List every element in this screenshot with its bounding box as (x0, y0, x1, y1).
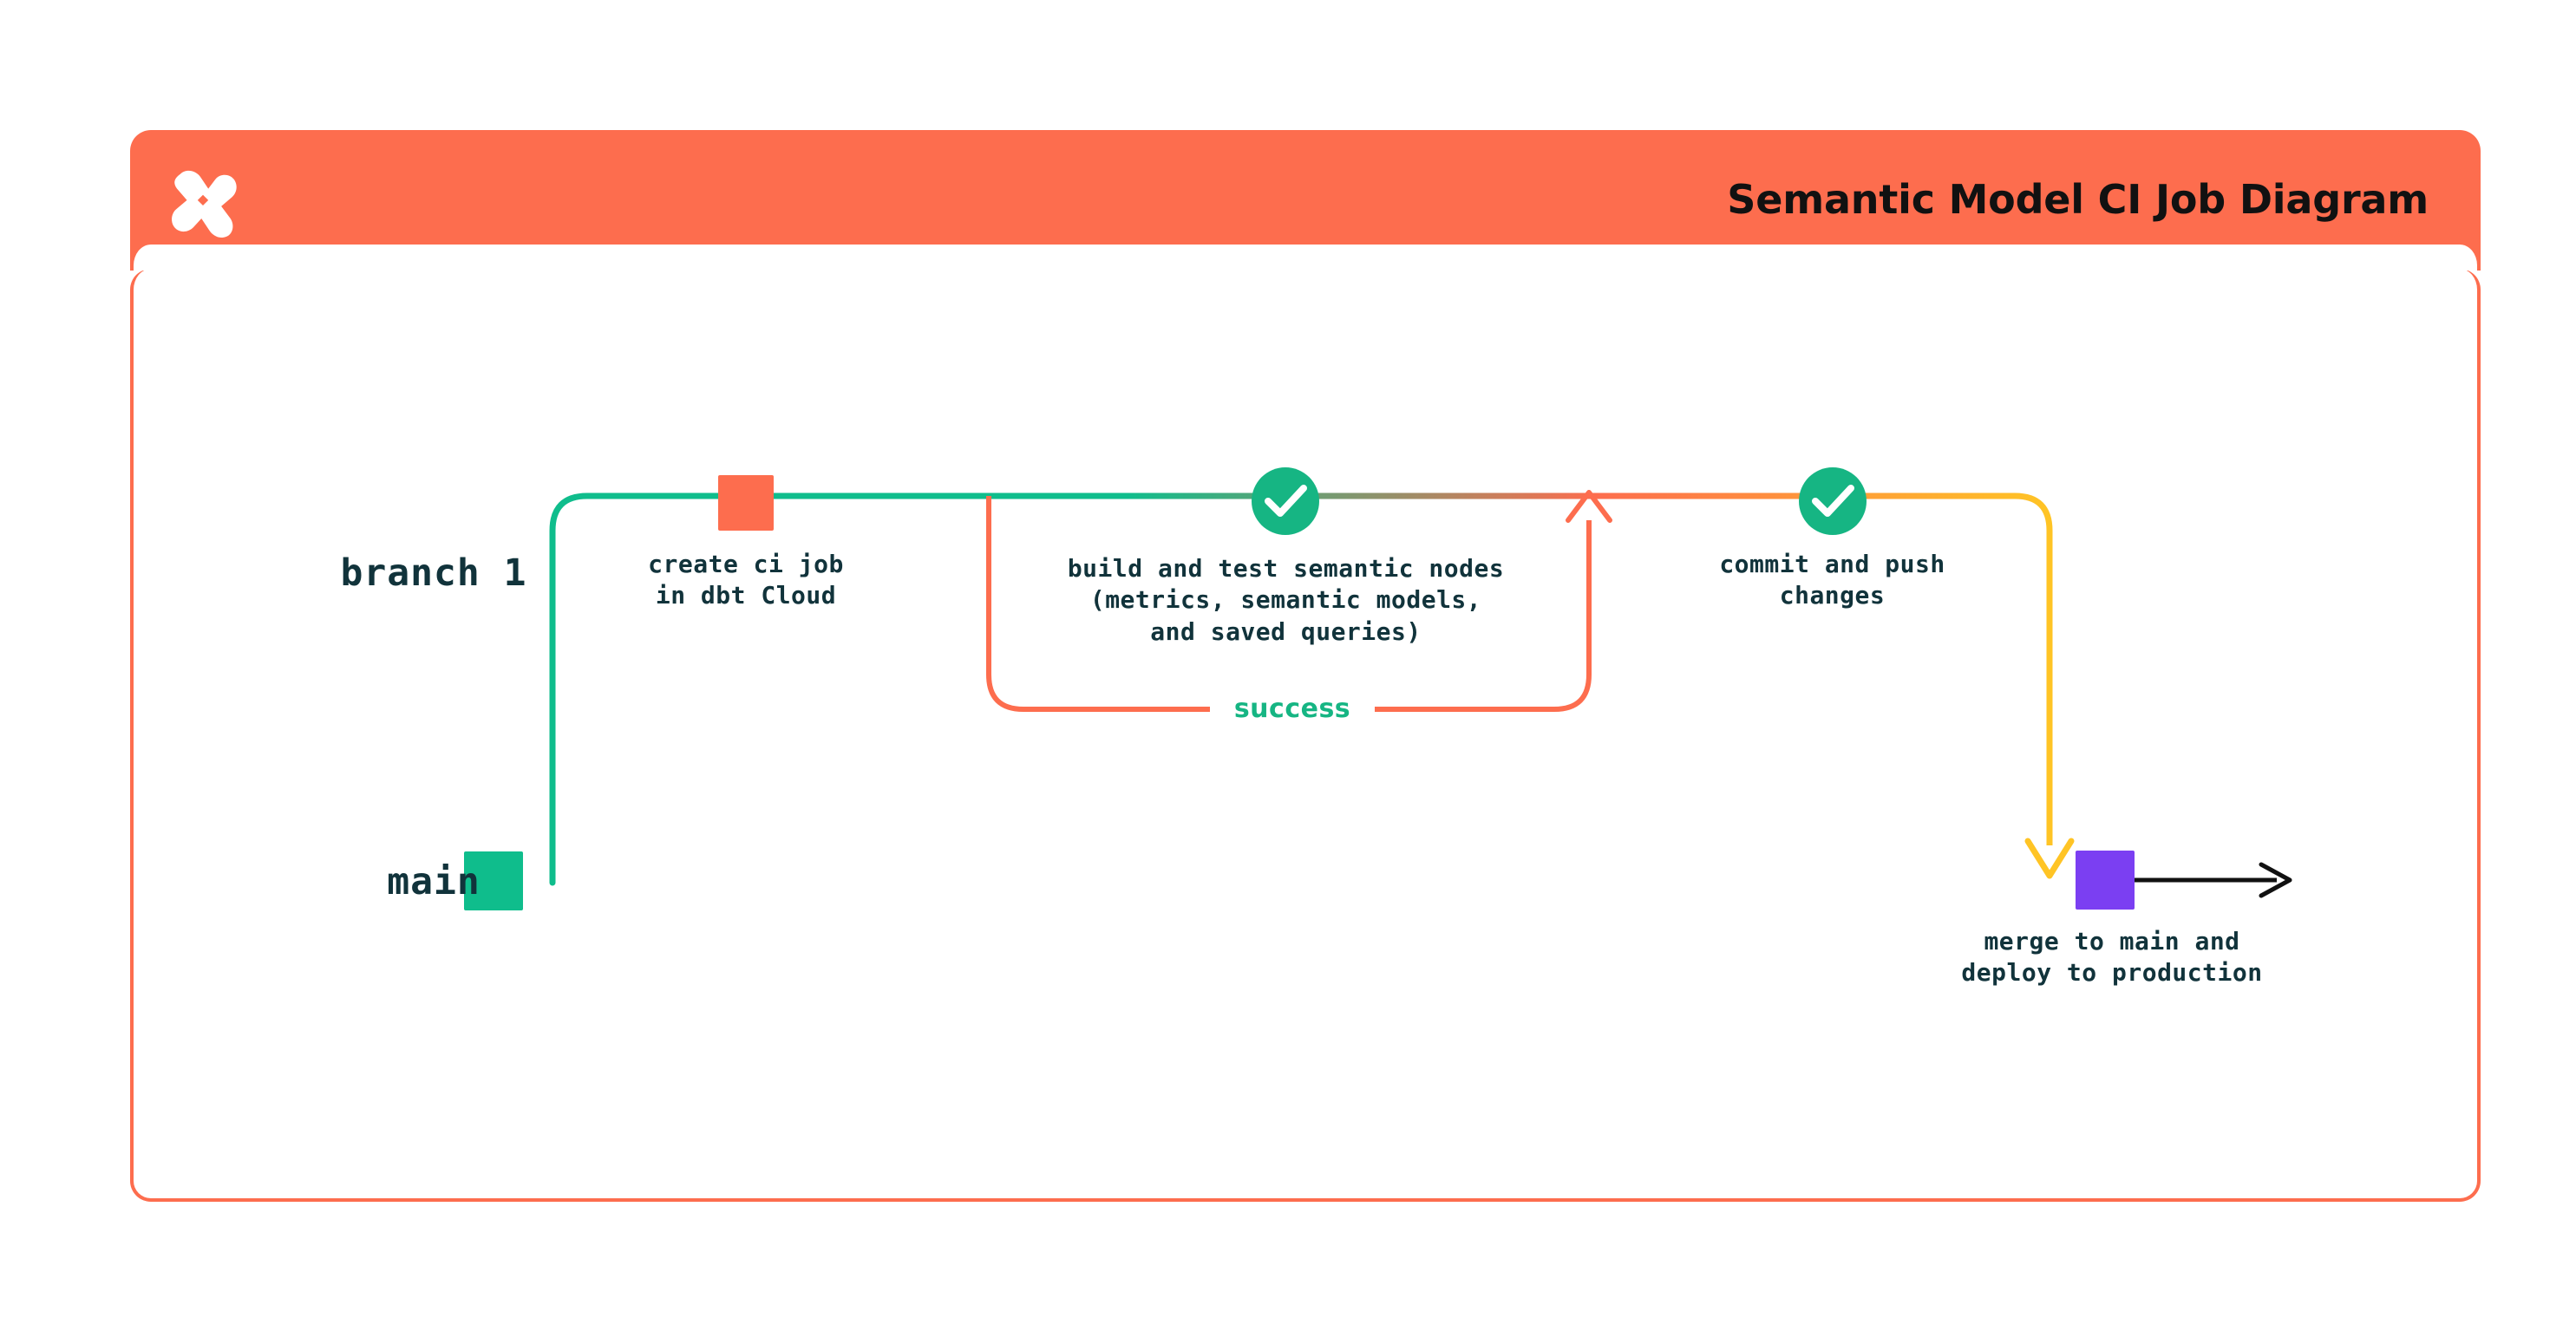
node-caption-build-and-test: build and test semantic nodes (metrics, … (1067, 554, 1505, 646)
edge-label-success: success (1233, 694, 1351, 724)
page-title: Semantic Model CI Job Diagram (1727, 176, 2429, 223)
success-loop-left (986, 496, 1210, 712)
main-start-node (464, 851, 523, 910)
create-ci-job-node (718, 475, 774, 531)
node-caption-commit-and-push: commit and push changes (1719, 550, 1945, 610)
card-body (130, 245, 2481, 1202)
check-icon (1812, 485, 1854, 517)
success-loop-arrowhead-icon (1566, 490, 1612, 523)
branch-label-main: main (387, 860, 481, 903)
commit-and-push-node (1799, 467, 1867, 535)
build-and-test-node (1252, 467, 1319, 535)
success-loop-right (1375, 520, 1592, 712)
merge-arrowhead-icon (2024, 838, 2075, 879)
node-caption-create-ci-job: create ci job in dbt Cloud (648, 550, 844, 610)
branch-1-line (549, 492, 1599, 886)
check-icon (1265, 485, 1307, 517)
branch-label-branch-1: branch 1 (340, 551, 527, 595)
merge-to-main-node (2076, 851, 2135, 910)
node-caption-merge-to-main: merge to main and deploy to production (1961, 927, 2263, 988)
dbt-x-logo-icon (165, 161, 241, 238)
main-continue-arrowhead-icon (2259, 862, 2292, 898)
merge-edge-line (1596, 492, 2053, 845)
diagram-card: Semantic Model CI Job Diagram (130, 130, 2481, 1202)
